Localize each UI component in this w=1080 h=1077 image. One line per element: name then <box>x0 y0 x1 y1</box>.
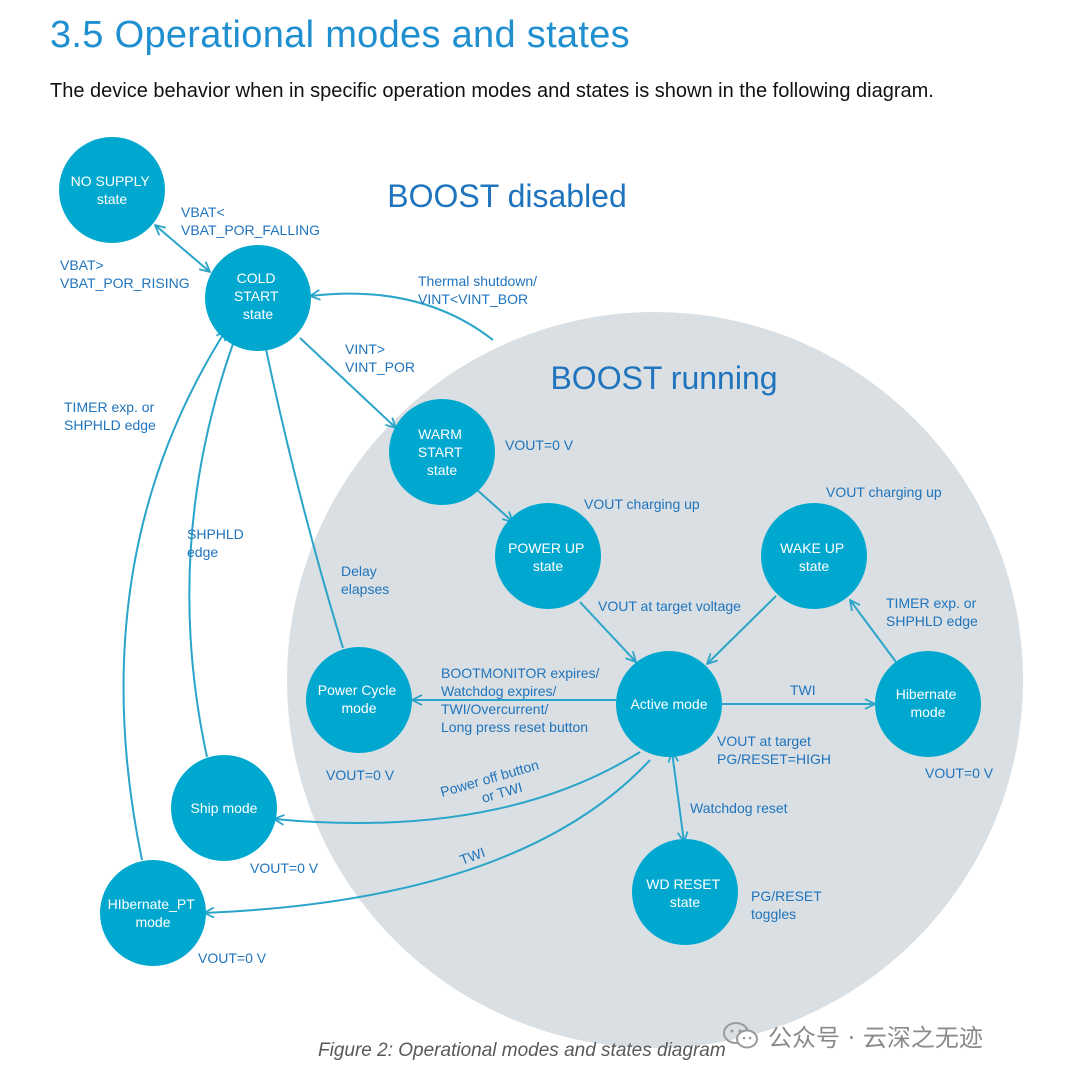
label-pg-toggles: PG/RESET toggles <box>751 888 825 922</box>
node-power-cycle-line: Power Cycle <box>318 682 397 698</box>
node-wake-up-line: state <box>799 558 830 574</box>
node-warm-start-line: state <box>427 462 458 478</box>
label-warm-vout: VOUT=0 V <box>505 437 574 453</box>
svg-text:HIbernate_PT mode: HIbernate_PT mode <box>108 896 199 930</box>
label-watchdog-reset: Watchdog reset <box>690 800 788 816</box>
node-power-up-line: state <box>533 558 564 574</box>
node-cold-start: COLD START state <box>205 245 311 351</box>
node-active-mode-line: Active mode <box>630 696 707 712</box>
watermark-text: 公众号 · 云深之无迹 <box>768 1024 983 1052</box>
label-ship-vout: VOUT=0 V <box>250 860 319 876</box>
svg-text:NO SUPPLY state: NO SUPPLY state <box>71 173 154 207</box>
node-no-supply: NO SUPPLY state <box>59 137 165 243</box>
label-target-voltage: VOUT at target voltage <box>598 598 741 614</box>
edge-active-ship <box>274 751 641 823</box>
node-wake-up: WAKE UP state <box>761 503 867 609</box>
edge-coldstart-warmstart <box>299 337 396 428</box>
svg-text:WD RESET state: WD RESET state <box>646 876 724 910</box>
svg-text:POWER UP state: POWER UP state <box>508 540 588 574</box>
node-hibernate-line: mode <box>910 704 945 720</box>
label-vbat-falling: VBAT< VBAT_POR_FALLING <box>181 204 320 238</box>
edge-ship-coldstart <box>188 330 238 758</box>
node-warm-start-line: START <box>418 444 463 460</box>
watermark: 公众号 · 云深之无迹 <box>722 1018 983 1053</box>
node-warm-start: WARM START state <box>389 399 495 505</box>
label-delay-elapses: Delay elapses <box>341 563 389 597</box>
svg-text:Active mode: Active mode <box>630 696 707 712</box>
node-wake-up-line: WAKE UP <box>780 540 844 556</box>
node-no-supply-line: state <box>97 191 128 207</box>
svg-text:Ship mode: Ship mode <box>191 800 258 816</box>
boost-disabled-title: BOOST disabled <box>387 178 627 214</box>
label-timer-shphld-left: TIMER exp. or SHPHLD edge <box>64 399 158 433</box>
edge-wakeup-active <box>707 595 777 664</box>
boost-running-title: BOOST running <box>550 360 777 396</box>
node-active-mode: Active mode <box>616 651 722 757</box>
label-thermal-shutdown: Thermal shutdown/ VINT<VINT_BOR <box>418 273 541 307</box>
node-power-cycle-line: mode <box>341 700 376 716</box>
label-bootmonitor: BOOTMONITOR expires/ Watchdog expires/ T… <box>441 665 603 735</box>
node-cold-start-line: COLD <box>237 270 276 286</box>
svg-text:Power Cycle mode: Power Cycle mode <box>318 682 400 716</box>
edge-hibernate-wakeup <box>850 600 897 663</box>
node-power-up: POWER UP state <box>495 503 601 609</box>
label-hibernate-vout: VOUT=0 V <box>925 765 994 781</box>
node-hibernate-pt-line: HIbernate_PT <box>108 896 196 912</box>
wechat-icon <box>723 1021 758 1048</box>
edge-warmstart-powerup <box>474 487 513 522</box>
label-hibernatept-vout: VOUT=0 V <box>198 950 267 966</box>
node-wd-reset-line: state <box>670 894 701 910</box>
edge-thermal-to-coldstart <box>310 294 494 341</box>
label-powerup-charging: VOUT charging up <box>584 496 700 512</box>
edge-active-hibernatept <box>204 759 651 913</box>
node-ship-mode: Ship mode <box>171 755 277 861</box>
node-hibernate-pt: HIbernate_PT mode <box>100 860 206 966</box>
label-wakeup-charging: VOUT charging up <box>826 484 942 500</box>
label-vint-por: VINT> VINT_POR <box>345 341 415 375</box>
node-cold-start-line: START <box>234 288 279 304</box>
label-powercycle-vout: VOUT=0 V <box>326 767 395 783</box>
svg-text:COLD START state: COLD START state <box>234 270 282 322</box>
edge-powercycle-coldstart <box>262 330 344 649</box>
node-hibernate-line: Hibernate <box>896 686 957 702</box>
node-ship-mode-line: Ship mode <box>191 800 258 816</box>
svg-text:Hibernate mode: Hibernate mode <box>896 686 961 720</box>
intro-text: The device behavior when in specific ope… <box>50 80 934 102</box>
node-power-up-line: POWER UP <box>508 540 584 556</box>
node-hibernate-pt-line: mode <box>135 914 170 930</box>
label-shphld-edge: SHPHLD edge <box>187 526 248 560</box>
node-power-cycle: Power Cycle mode <box>306 647 412 753</box>
node-hibernate: Hibernate mode <box>875 651 981 757</box>
label-hibernate-timer: TIMER exp. or SHPHLD edge <box>886 595 980 629</box>
label-vbat-rising: VBAT> VBAT_POR_RISING <box>60 257 190 291</box>
node-warm-start-line: WARM <box>418 426 462 442</box>
edge-powerup-active <box>579 601 636 662</box>
node-wd-reset-line: WD RESET <box>646 876 720 892</box>
figure-caption: Figure 2: Operational modes and states d… <box>318 1040 726 1061</box>
page-title: 3.5 Operational modes and states <box>50 14 630 56</box>
node-wd-reset: WD RESET state <box>632 839 738 945</box>
edge-hibernatept-coldstart <box>122 330 226 861</box>
svg-text:WAKE UP state: WAKE UP state <box>780 540 848 574</box>
edge-active-wdreset <box>672 752 684 842</box>
node-no-supply-line: NO SUPPLY <box>71 173 151 189</box>
node-cold-start-line: state <box>243 306 274 322</box>
label-twi-hibernate: TWI <box>790 682 816 698</box>
svg-text:WARM START state: WARM START state <box>418 426 466 478</box>
label-active-vout: VOUT at target PG/RESET=HIGH <box>717 733 831 767</box>
edge-nosupply-coldstart <box>155 225 210 272</box>
